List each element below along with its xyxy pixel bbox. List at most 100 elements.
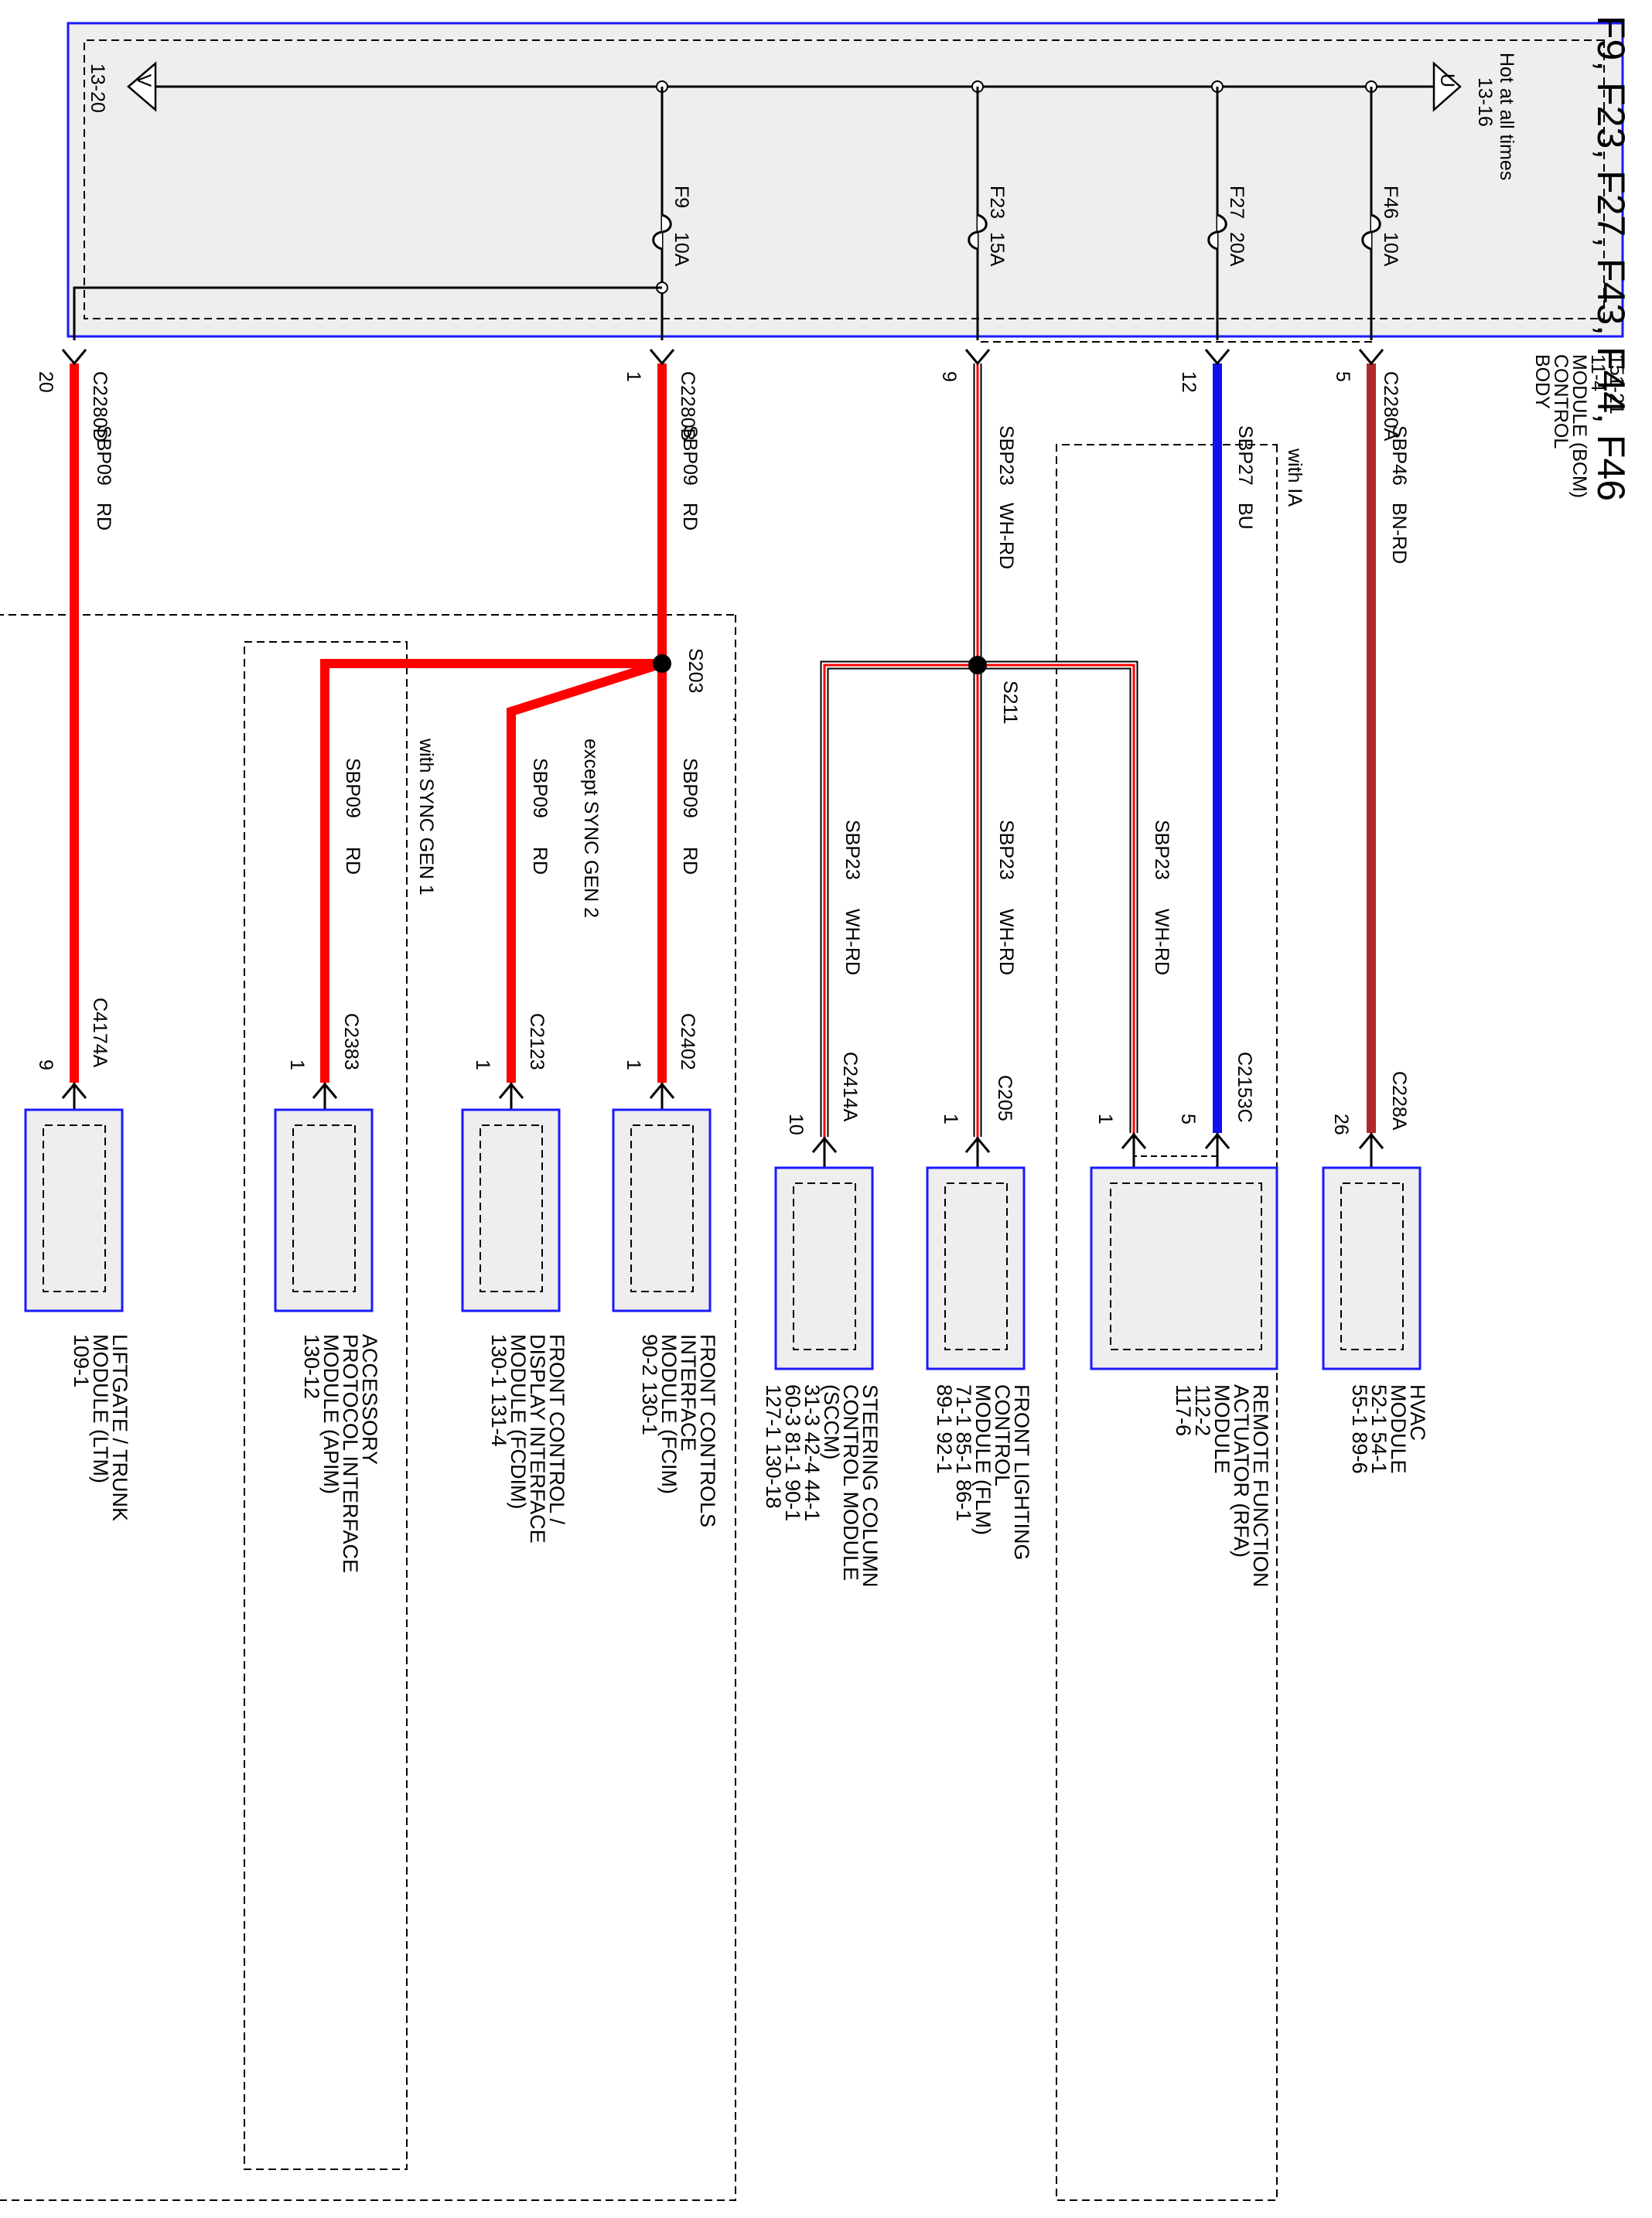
wire-label-fcdim-circuit: SBP09: [529, 758, 551, 818]
bcm-output-c2280a-12: 12: [1178, 349, 1230, 393]
svg-text:MODULE (FCDIM): MODULE (FCDIM): [507, 1334, 530, 1509]
splice-s203-label: S203: [684, 648, 706, 693]
svg-text:C2153C: C2153C: [1234, 1052, 1255, 1123]
svg-text:31-3 42-4 44-1: 31-3 42-4 44-1: [800, 1384, 824, 1521]
wire-label-flm-color: WH-RD: [995, 909, 1017, 975]
option-region-with-sync-gen1: [244, 641, 408, 2170]
wire-label-f27-circuit: SBP27: [1234, 425, 1256, 486]
bcm-output-c2280d: C2280D 20: [35, 349, 111, 442]
fuse-f27-icon: [1207, 213, 1227, 251]
bcm-output-c2280b: C2280B 1: [623, 349, 698, 441]
wire-label-f23-circuit: SBP23: [995, 425, 1017, 486]
option-region-with-ia: [1056, 444, 1278, 2201]
fuse-f9-rating: 10A: [671, 232, 692, 267]
conn-c2383: C2383 1: [286, 1013, 362, 1110]
svg-text:INTERFACE: INTERFACE: [677, 1334, 700, 1452]
svg-text:FRONT CONTROL /: FRONT CONTROL /: [545, 1334, 568, 1525]
module-hvac: [1322, 1166, 1422, 1370]
arrow-u-label: U: [1436, 73, 1458, 87]
svg-text:MODULE: MODULE: [1210, 1384, 1234, 1474]
svg-text:127-1 130-18: 127-1 130-18: [762, 1384, 785, 1509]
svg-text:REMOTE FUNCTION: REMOTE FUNCTION: [1249, 1384, 1272, 1588]
bcm-box: [67, 22, 1624, 338]
svg-text:130-12: 130-12: [300, 1334, 323, 1399]
svg-text:5: 5: [1177, 1114, 1199, 1124]
fuse-f27-id: F27: [1226, 186, 1248, 219]
module-fcdim: [461, 1108, 561, 1312]
splice-s203: [653, 654, 671, 673]
wire-apim: [320, 659, 662, 1083]
wire-label-f27-color: BU: [1234, 503, 1256, 530]
svg-text:C205: C205: [994, 1075, 1015, 1121]
diagram-title: F9, F23, F27, F43, F44, F46: [1589, 15, 1633, 501]
splice-s211-label: S211: [999, 681, 1021, 725]
svg-text:5: 5: [1332, 371, 1353, 382]
wire-label-fcdim-color: RD: [529, 847, 551, 875]
svg-text:FRONT LIGHTING: FRONT LIGHTING: [1010, 1384, 1033, 1561]
option-with-sync-gen1: with SYNC GEN 1: [415, 738, 437, 896]
svg-text:20: 20: [35, 371, 56, 393]
fuse-f27: [1207, 80, 1227, 340]
arrow-v-icon: [127, 61, 157, 112]
svg-text:C2123: C2123: [526, 1013, 548, 1070]
fuse-f46-rating: 10A: [1380, 232, 1401, 267]
option-with-ia: with IA: [1284, 448, 1306, 507]
fuse-f46-icon: [1361, 213, 1381, 251]
module-fcim-name: FRONT CONTROLS INTERFACE MODULE (FCIM) 9…: [638, 1334, 719, 1527]
module-sccm-name: STEERING COLUMN CONTROL MODULE (SCCM) 31…: [762, 1384, 882, 1588]
fuse-f9-icon: [652, 213, 672, 251]
svg-text:1: 1: [623, 1060, 644, 1070]
svg-text:FRONT CONTROLS: FRONT CONTROLS: [696, 1334, 719, 1527]
module-apim-name: ACCESSORY PROTOCOL INTERFACE MODULE (API…: [300, 1334, 381, 1573]
svg-text:C2402: C2402: [677, 1013, 698, 1070]
splice-s211: [968, 656, 987, 674]
svg-text:C4174A: C4174A: [89, 998, 111, 1068]
wire-label-f23-color: WH-RD: [995, 503, 1017, 569]
wire-label-rfa-circuit: SBP23: [1151, 820, 1172, 880]
module-apim: [274, 1108, 374, 1312]
wire-label-ltm-circuit: SBP09: [93, 425, 114, 486]
svg-text:C2280B: C2280B: [677, 371, 698, 441]
svg-text:10: 10: [785, 1114, 807, 1135]
module-rfa: [1090, 1166, 1278, 1370]
svg-text:1: 1: [472, 1060, 493, 1070]
svg-text:1: 1: [286, 1060, 308, 1070]
module-sccm: [774, 1166, 874, 1370]
conn-c2153c: C2153C 5 1: [1094, 1052, 1255, 1179]
module-fcdim-name: FRONT CONTROL / DISPLAY INTERFACE MODULE…: [487, 1334, 568, 1544]
option-region-except-sync-gen2: [0, 614, 736, 2201]
option-region-s203-notch: [732, 615, 736, 720]
conn-c2414a: C2414A 10: [785, 1052, 861, 1168]
svg-text:1: 1: [1094, 1114, 1116, 1124]
conn-c4174a: C4174A 9: [35, 998, 111, 1110]
fuse-f46-id: F46: [1380, 186, 1401, 219]
svg-text:CONTROL: CONTROL: [1550, 354, 1572, 449]
wire-sccm: [820, 660, 978, 1137]
arrow-v-label: V: [133, 74, 155, 87]
svg-text:71-1 85-1 86-1: 71-1 85-1 86-1: [952, 1384, 975, 1521]
svg-text:9: 9: [938, 371, 960, 382]
wire-label-apim-color: RD: [342, 847, 364, 875]
wire-label-ltm-color: RD: [93, 503, 114, 531]
svg-text:26: 26: [1330, 1114, 1352, 1135]
wire-label-f46-circuit: SBP46: [1388, 425, 1410, 486]
bcm-output-c2280a-9: 9: [938, 349, 991, 382]
conn-c2402: C2402 1: [623, 1013, 698, 1110]
svg-text:C2414A: C2414A: [839, 1052, 861, 1122]
svg-text:C228A: C228A: [1388, 1071, 1410, 1131]
svg-text:MODULE (APIM): MODULE (APIM): [319, 1334, 343, 1494]
svg-text:CONTROL MODULE: CONTROL MODULE: [839, 1384, 862, 1581]
hot-at-all-times: Hot at all times: [1496, 53, 1517, 180]
svg-text:C2280D: C2280D: [89, 371, 111, 442]
bcm-output-c2280a-5: C2280A 5: [1332, 349, 1401, 442]
svg-text:112-2: 112-2: [1191, 1384, 1214, 1436]
svg-text:PROTOCOL INTERFACE: PROTOCOL INTERFACE: [339, 1334, 362, 1573]
wire-label-fcim-color: RD: [679, 847, 701, 875]
svg-text:C2383: C2383: [340, 1013, 362, 1070]
svg-text:C2280A: C2280A: [1380, 371, 1401, 442]
fuse-f23-rating: 15A: [986, 232, 1008, 267]
svg-text:HVAC: HVAC: [1406, 1384, 1429, 1441]
svg-text:52-1 54-1: 52-1 54-1: [1367, 1384, 1391, 1474]
wire-label-flm-circuit: SBP23: [995, 820, 1017, 880]
wire-label-sccm-color: WH-RD: [841, 909, 863, 975]
